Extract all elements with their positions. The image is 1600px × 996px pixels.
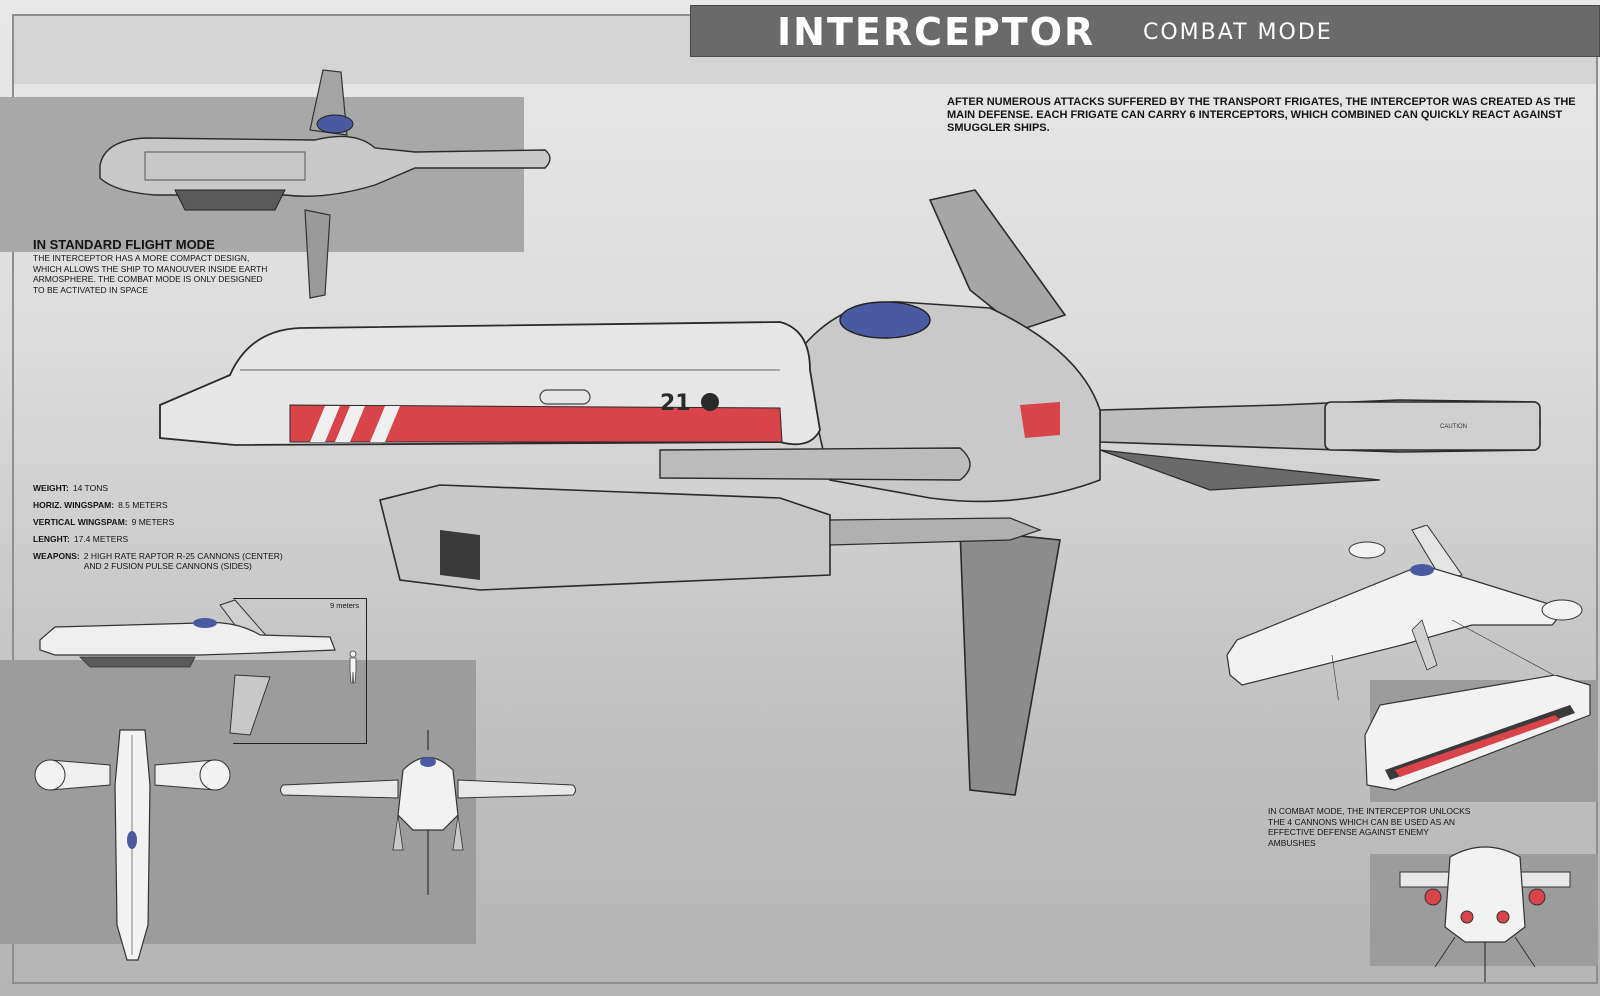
scale-reference-box — [233, 598, 367, 744]
spec-row-weight: WEIGHT: 14 TONS — [33, 483, 283, 493]
spec-label: WEIGHT: — [33, 483, 69, 493]
cannon-detail-illustration — [1364, 675, 1591, 791]
hull-number: 21 — [660, 391, 691, 416]
title-bar: INTERCEPTOR COMBAT MODE — [690, 5, 1600, 57]
intro-paragraph: AFTER NUMEROUS ATTACKS SUFFERED BY THE T… — [947, 96, 1576, 134]
top-view-illustration — [34, 729, 231, 961]
standard-mode-illustration — [99, 69, 551, 299]
spec-value: 2 HIGH RATE RAPTOR R-25 CANNONS (CENTER)… — [83, 551, 283, 571]
front-view-illustration — [280, 730, 576, 895]
spec-list: WEIGHT: 14 TONS HORIZ. WINGSPAM: 8.5 MET… — [33, 483, 283, 578]
page-subtitle: COMBAT MODE — [1143, 20, 1333, 45]
spec-label: VERTICAL WINGSPAM: — [33, 517, 128, 527]
spec-label: WEAPONS: — [33, 551, 80, 561]
spec-value: 8.5 METERS — [118, 500, 168, 510]
spec-value: 17.4 METERS — [73, 534, 129, 544]
human-scale-figure — [349, 650, 357, 684]
caution-marking: CAUTION — [1440, 424, 1467, 430]
front-combat-illustration — [1399, 846, 1571, 982]
combat-mode-description: IN COMBAT MODE, THE INTERCEPTOR UNLOCKS … — [1268, 806, 1471, 848]
spec-row-length: LENGHT: 17.4 METERS — [33, 534, 283, 544]
side-view-illustration — [39, 599, 336, 736]
spec-label: LENGHT: — [33, 534, 70, 544]
spec-value: 14 TONS — [72, 483, 109, 493]
spec-row-vertical-wingspan: VERTICAL WINGSPAM: 9 METERS — [33, 517, 283, 527]
combat-perspective-illustration — [1226, 525, 1583, 700]
page-title: INTERCEPTOR — [777, 10, 1096, 54]
spec-row-horizontal-wingspan: HORIZ. WINGSPAM: 8.5 METERS — [33, 500, 283, 510]
scale-label: 9 meters — [330, 601, 360, 610]
standard-mode-description: THE INTERCEPTOR HAS A MORE COMPACT DESIG… — [33, 253, 268, 295]
spec-label: HORIZ. WINGSPAM: — [33, 500, 115, 510]
interceptor-main-illustration: 21 CAUTION — [159, 189, 1541, 796]
spec-row-weapons: WEAPONS: 2 HIGH RATE RAPTOR R-25 CANNONS… — [33, 551, 283, 571]
standard-mode-heading: IN STANDARD FLIGHT MODE — [33, 237, 215, 252]
spec-value: 9 METERS — [131, 517, 175, 527]
